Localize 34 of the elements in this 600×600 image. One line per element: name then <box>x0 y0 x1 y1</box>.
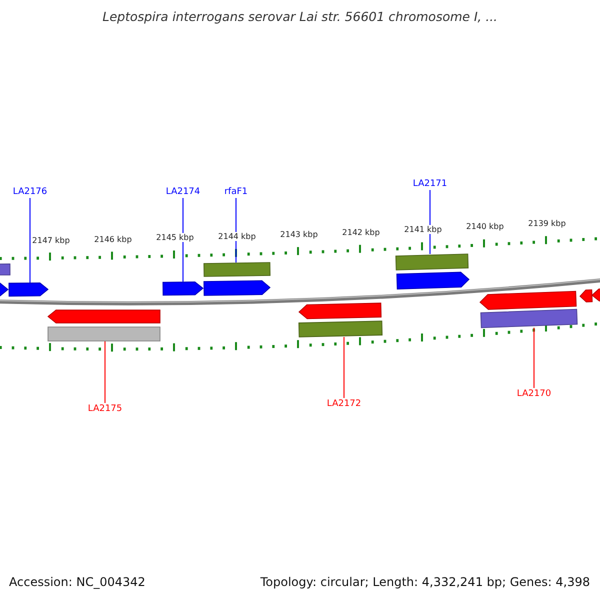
feature-bar <box>48 327 160 341</box>
feature-bar <box>204 262 270 277</box>
gene-label: LA2172 <box>326 398 362 410</box>
gene-feature <box>580 290 592 302</box>
gene-label: LA2175 <box>88 403 122 415</box>
gene-feature <box>396 272 470 290</box>
accession-text: Accession: NC_004342 <box>9 575 146 589</box>
scale-label: 2145 kbp <box>155 233 195 242</box>
gene-feature <box>162 282 204 296</box>
genome-summary-text: Topology: circular; Length: 4,332,241 bp; Genes: 4,398 <box>260 575 590 589</box>
gene-label: LA2174 <box>166 186 200 198</box>
gene-label: rfaF1 <box>224 186 248 198</box>
gene-label: LA2170 <box>516 388 552 400</box>
scale-label: 2146 kbp <box>93 234 133 244</box>
scale-label: 2144 kbp <box>217 232 257 241</box>
feature-bar <box>480 309 578 328</box>
feature-bar <box>0 264 10 276</box>
gene-feature <box>480 291 576 310</box>
scale-label: 2142 kbp <box>341 228 381 237</box>
gene-feature <box>204 280 270 296</box>
gene-label: LA2176 <box>12 186 48 198</box>
scale-label: 2147 kbp <box>31 236 71 245</box>
chart-title: Leptospira interrogans serovar Lai str. 56601 chromosome I, ... <box>101 9 499 24</box>
scale-label: 2139 kbp <box>527 219 567 228</box>
gene-feature <box>48 310 160 323</box>
gene-feature <box>298 303 382 319</box>
feature-bar <box>396 254 468 270</box>
leader-line <box>104 340 106 404</box>
scale-label: 2141 kbp <box>403 225 443 234</box>
scale-label: 2143 kbp <box>279 230 319 240</box>
gene-label: LA2171 <box>412 178 448 190</box>
leader-line <box>182 198 184 282</box>
scale-label: 2140 kbp <box>465 222 505 232</box>
feature-bar <box>298 321 382 337</box>
